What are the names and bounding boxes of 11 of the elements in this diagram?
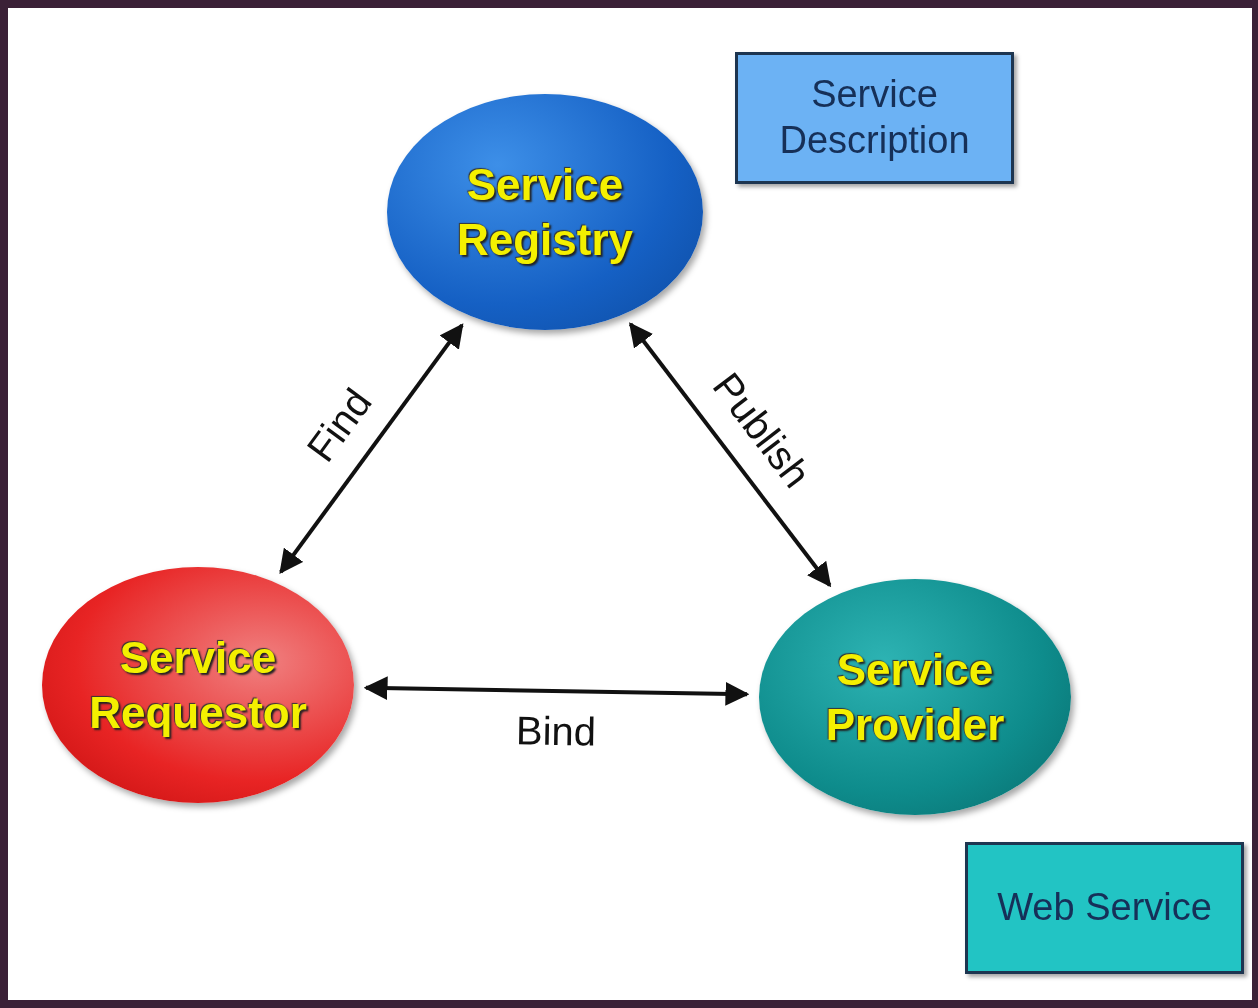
double-arrow — [279, 323, 464, 575]
legend-box — [965, 842, 1244, 974]
box-label: Service Description — [778, 72, 971, 163]
legend-box — [735, 52, 1014, 184]
node-label: Service Provider — [824, 644, 1006, 751]
double-arrow — [363, 676, 750, 706]
node-label: Service Requestor — [88, 632, 308, 739]
node-label: Service Registry — [455, 159, 635, 266]
edge-label: Bind — [515, 708, 597, 754]
double-arrow — [628, 322, 832, 588]
box-label: Web Service — [997, 885, 1212, 931]
